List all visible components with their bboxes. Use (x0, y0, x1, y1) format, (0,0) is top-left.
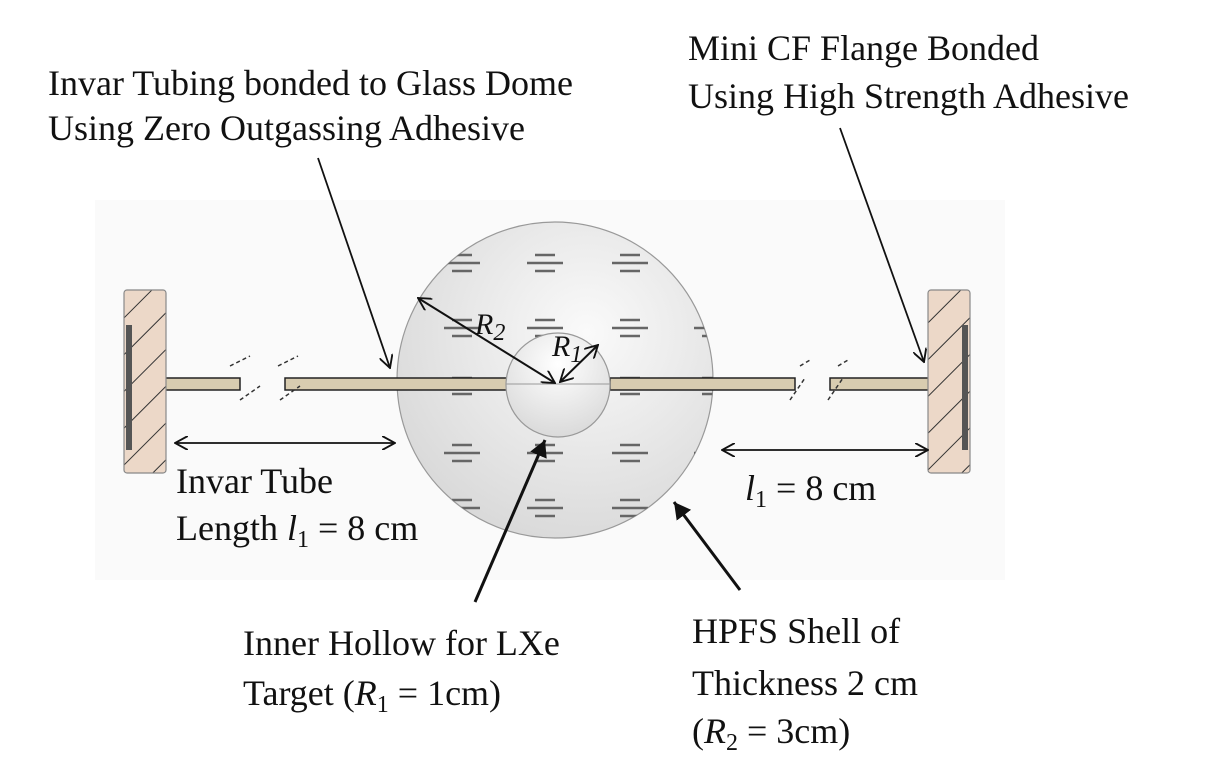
tube-length-label: Invar Tube Length l1 = 8 cm (176, 461, 418, 553)
right-flange (927, 289, 971, 474)
invar-bond-line1: Invar Tubing bonded to Glass Dome (48, 63, 573, 103)
r1-arrow (560, 345, 598, 382)
shell-line2: Thickness 2 cm (692, 663, 918, 703)
tube-line2: Length l1 = 8 cm (176, 508, 418, 553)
flange-line2: Using High Strength Adhesive (688, 76, 1129, 116)
shell-line1: HPFS Shell of (692, 611, 900, 651)
invar-bond-line2: Using Zero Outgassing Adhesive (48, 108, 525, 148)
flange-label: Mini CF Flange Bonded Using High Strengt… (688, 28, 1129, 116)
inner-hollow-leader (473, 439, 547, 603)
right-length-label: l1 = 8 cm (745, 468, 876, 513)
left-flange (123, 289, 167, 474)
r2-arrow (418, 298, 555, 383)
inner-hollow-label: Inner Hollow for LXe Target (R1 = 1cm) (243, 623, 560, 718)
r2-label: R2 (474, 308, 505, 346)
shell-label: HPFS Shell of Thickness 2 cm (R2 = 3cm) (692, 611, 918, 756)
invar-bond-leader (317, 157, 390, 368)
inner-line1: Inner Hollow for LXe (243, 623, 560, 663)
invar-bond-label: Invar Tubing bonded to Glass Dome Using … (48, 63, 573, 148)
right-flange-seal (962, 325, 968, 450)
shell-line3: (R2 = 3cm) (692, 711, 850, 756)
left-flange-seal (126, 325, 132, 450)
shell-leader (672, 501, 742, 591)
flange-line1: Mini CF Flange Bonded (688, 28, 1039, 68)
inner-line2: Target (R1 = 1cm) (243, 673, 501, 718)
tube-line1: Invar Tube (176, 461, 333, 501)
r1-label: R1 (551, 330, 582, 368)
flange-leader (839, 127, 924, 362)
